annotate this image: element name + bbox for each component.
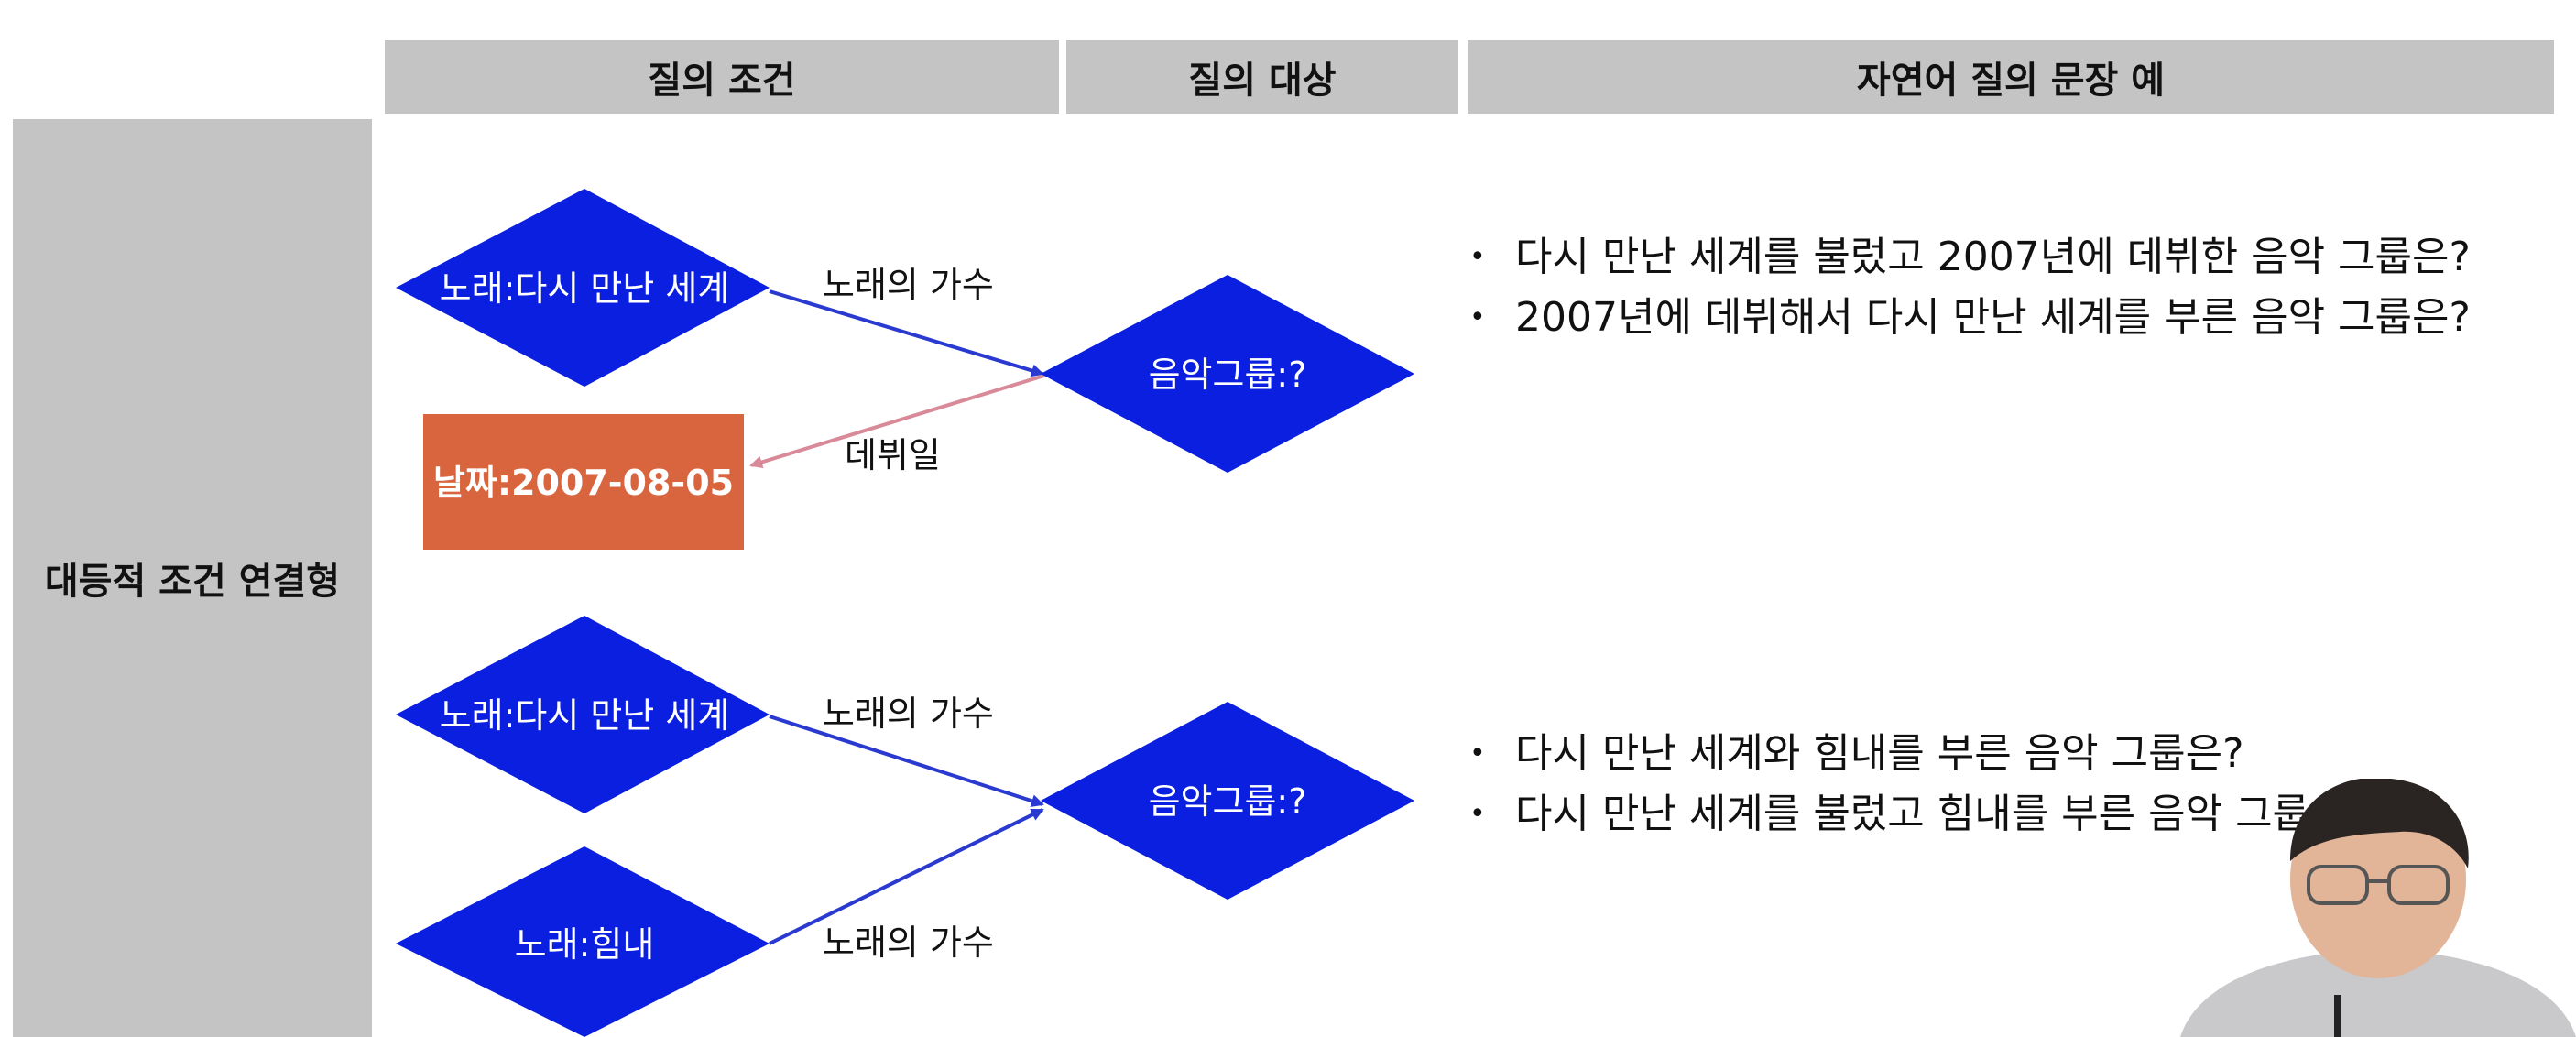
edge-singer-2a [769, 715, 1044, 807]
date-node-label: 날짜:2007-08-05 [433, 463, 734, 503]
presenter-hair [2290, 779, 2469, 868]
song-node-diamond-2b [396, 846, 770, 1037]
edge-singer-label-1: 노래의 가수 [823, 265, 994, 305]
header-natural-language-example: 자연어 질의 문장 예 [1468, 40, 2554, 114]
edge-singer-label-2a: 노래의 가수 [823, 693, 994, 734]
header-query-condition: 질의 조건 [385, 40, 1059, 114]
example-item: 다시 만난 세계를 불렀고 2007년에 데뷔한 음악 그룹은? [1466, 227, 2471, 288]
header-query-target: 질의 대상 [1066, 40, 1458, 114]
edge-singer-2b [769, 808, 1044, 945]
example-list-1: 다시 만난 세계를 불렀고 2007년에 데뷔한 음악 그룹은? 2007년에 … [1466, 227, 2471, 348]
example-item: 다시 만난 세계를 불렀고 힘내를 부른 음악 그룹 [1466, 784, 2309, 845]
edge-singer-1 [769, 289, 1044, 377]
group-node-diamond [1041, 275, 1414, 473]
edge-debut-label: 데뷔일 [845, 435, 941, 475]
group-node-diamond-2 [1041, 702, 1414, 900]
presenter-shoulders [2180, 949, 2576, 1037]
date-node-box [423, 414, 744, 550]
presenter-glasses-left [2307, 865, 2369, 905]
group-node-label: 음악그룹:? [1149, 355, 1307, 395]
song-node-label-2a: 노래:다시 만난 세계 [440, 695, 730, 736]
example-item: 다시 만난 세계와 힘내를 부른 음악 그룹은? [1466, 724, 2309, 784]
row-label-coordinate-condition: 대등적 조건 연결형 [13, 119, 372, 1037]
song-node-label: 노래:다시 만난 세계 [440, 268, 730, 309]
song-node-diamond-2a [396, 616, 770, 813]
presenter-glasses-right [2387, 865, 2450, 905]
example-list-2: 다시 만난 세계와 힘내를 부른 음악 그룹은? 다시 만난 세계를 불렀고 힘… [1466, 724, 2309, 845]
song-node-label-2b: 노래:힘내 [515, 924, 655, 965]
example-item: 2007년에 데뷔해서 다시 만난 세계를 부른 음악 그룹은? [1466, 288, 2471, 348]
song-node-diamond [396, 189, 770, 387]
edge-debut [749, 374, 1045, 469]
group-node-label-2: 음악그룹:? [1149, 781, 1307, 822]
edge-singer-label-2b: 노래의 가수 [823, 922, 994, 963]
presenter-video-overlay [2180, 779, 2576, 1037]
